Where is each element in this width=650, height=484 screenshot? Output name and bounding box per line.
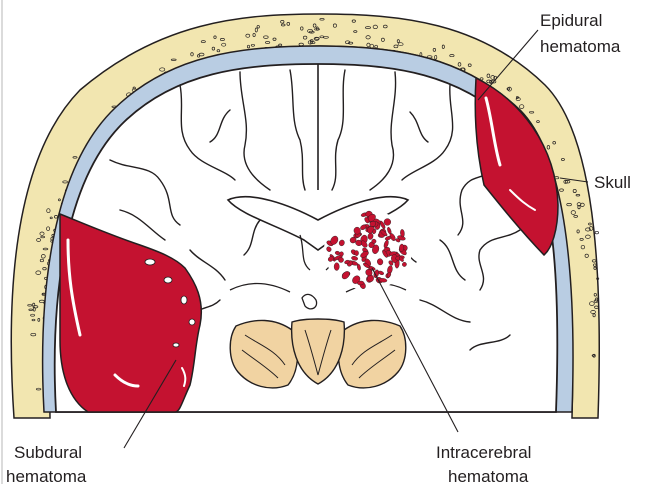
blood-cell	[355, 251, 359, 256]
skull-pore	[595, 231, 598, 234]
label-epidural-line1: Epidural	[540, 11, 602, 30]
brainstem	[230, 319, 406, 388]
blood-cell	[357, 281, 364, 285]
blood-cell	[384, 218, 391, 225]
label-subdural-line1: Subdural	[14, 443, 82, 462]
label-skull: Skull	[594, 173, 631, 192]
label-intracerebral-line2: hematoma	[448, 467, 529, 484]
blood-cell	[334, 263, 339, 271]
label-epidural-line2: hematoma	[540, 37, 621, 56]
label-subdural-line2: hematoma	[6, 467, 87, 484]
blood-cell	[340, 252, 344, 256]
label-intracerebral-line1: Intracerebral	[436, 443, 531, 462]
